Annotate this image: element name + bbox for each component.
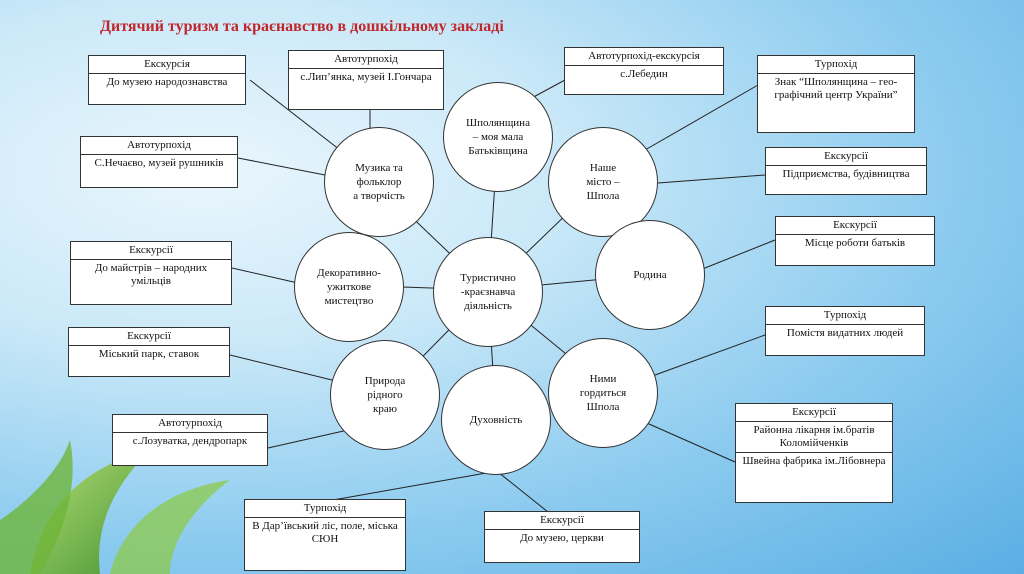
conn-b11 bbox=[639, 419, 736, 463]
circle-nashe-misto: Наше місто – Шпола bbox=[548, 127, 658, 237]
circle-pryroda: Природа рідного краю bbox=[330, 340, 440, 450]
conn-b12 bbox=[267, 429, 349, 449]
conn-b8 bbox=[231, 267, 299, 284]
circle-nymy-gordytsia: Ними гордиться Шпола bbox=[548, 338, 658, 448]
conn-b5 bbox=[237, 157, 326, 176]
conn-b6 bbox=[657, 174, 766, 184]
circle-shpolianshchyna: Шполянщина – моя мала Батьківщина bbox=[443, 82, 553, 192]
circle-dekoratyvne: Декоративно- ужиткове мистецтво bbox=[294, 232, 404, 342]
conn-b14 bbox=[497, 471, 549, 513]
circle-rodyna: Родина bbox=[595, 220, 705, 330]
conn-b9 bbox=[654, 334, 766, 376]
conn-b10 bbox=[229, 354, 333, 381]
circle-dukhovnist: Духовність bbox=[441, 365, 551, 475]
conn-b4 bbox=[644, 84, 759, 151]
conn-b13 bbox=[332, 471, 493, 501]
circle-center: Туристично -краєзнавча діяльність bbox=[433, 237, 543, 347]
conn-b7 bbox=[699, 239, 776, 271]
slide-title: Дитячий туризм та краєнавство в дошкільн… bbox=[100, 18, 504, 35]
conn-b1 bbox=[249, 79, 341, 151]
circle-muzyka: Музика та фольклор а творчість bbox=[324, 127, 434, 237]
